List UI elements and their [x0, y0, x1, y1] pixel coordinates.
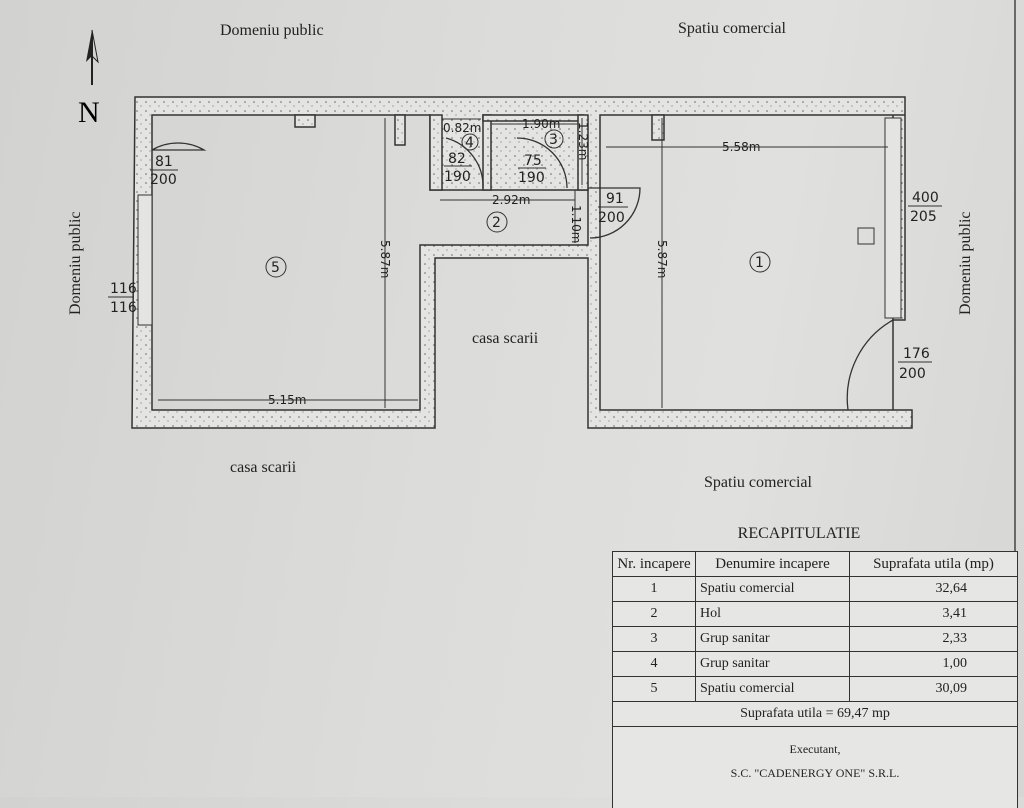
room-5-marker: 5	[266, 257, 286, 277]
column-marker	[858, 228, 874, 244]
svg-text:200: 200	[150, 172, 177, 188]
executant-label: Executant,	[617, 737, 1013, 761]
label-right: Domeniu public	[957, 211, 974, 315]
label-stair: casa scarii	[472, 330, 539, 347]
svg-text:190: 190	[444, 169, 471, 185]
svg-text:81: 81	[155, 154, 173, 170]
dim-hol-width: 2.92m	[492, 193, 530, 207]
svg-text:116: 116	[110, 281, 137, 297]
svg-text:75: 75	[524, 153, 542, 169]
svg-text:2: 2	[492, 215, 501, 231]
dim-r3-width: 1.90m	[522, 117, 560, 131]
svg-text:205: 205	[910, 209, 937, 225]
svg-text:3: 3	[549, 132, 558, 148]
dim-r5-width: 5.15m	[268, 393, 306, 407]
window-left	[138, 195, 152, 325]
table-header: Nr. incapere Denumire incapere Suprafata…	[613, 552, 1018, 577]
svg-text:4: 4	[465, 135, 474, 151]
dim-r3-height: 1.23m	[576, 122, 590, 160]
recap-title: RECAPITULATIE	[582, 525, 1016, 543]
north-arrow-icon: N	[78, 30, 100, 129]
dim-r4-width: 0.82m	[443, 121, 481, 135]
svg-text:82: 82	[448, 151, 466, 167]
label-top-right: Spatiu comercial	[678, 20, 787, 37]
header-name: Denumire incapere	[696, 552, 850, 577]
svg-text:91: 91	[606, 191, 624, 207]
svg-text:116: 116	[110, 300, 137, 316]
svg-text:176: 176	[903, 346, 930, 362]
label-bottom-left: casa scarii	[230, 459, 297, 476]
header-area: Suprafata utila (mp)	[850, 552, 1018, 577]
svg-text:200: 200	[598, 210, 625, 226]
company-name: S.C. "CADENERGY ONE" S.R.L.	[617, 761, 1013, 785]
recap-table-block: RECAPITULATIE Nr. incapere Denumire inca…	[612, 525, 1016, 808]
window-right	[885, 118, 901, 318]
label-bottom-right: Spatiu comercial	[704, 474, 813, 491]
svg-text:190: 190	[518, 170, 545, 186]
header-nr: Nr. incapere	[613, 552, 696, 577]
dim-r1-height: 5.87m	[655, 240, 669, 278]
room-2-marker: 2	[487, 212, 507, 232]
executant-row: Executant,S.C. "CADENERGY ONE" S.R.L.	[613, 727, 1018, 808]
north-label: N	[78, 96, 100, 129]
dim-r5-height: 5.87m	[378, 240, 392, 278]
svg-text:400: 400	[912, 190, 939, 206]
svg-text:5: 5	[271, 260, 280, 276]
svg-text:1: 1	[755, 255, 764, 271]
recap-table: Nr. incapere Denumire incapere Suprafata…	[612, 551, 1018, 808]
room-1-marker: 1	[750, 252, 770, 272]
label-left: Domeniu public	[67, 211, 84, 315]
dim-r1-width: 5.58m	[722, 140, 760, 154]
svg-text:200: 200	[899, 366, 926, 382]
dim-hol-height: 1.10m	[569, 205, 583, 243]
label-top-left: Domeniu public	[220, 22, 324, 39]
total-row: Suprafata utila = 69,47 mp	[613, 702, 1018, 727]
